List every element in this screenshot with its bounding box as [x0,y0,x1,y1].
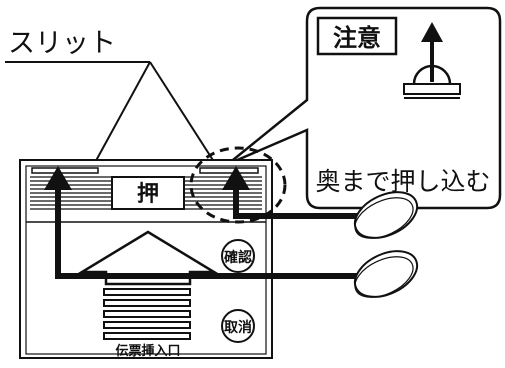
coin-lower [353,250,419,298]
insertion-path-arrows [44,166,363,279]
device-inner-frame [25,165,267,355]
slip-stack-bars [103,288,191,340]
confirm-button[interactable] [221,239,255,273]
slip-slot-label: 伝票挿入口 [115,343,180,359]
cancel-button[interactable] [221,309,255,343]
slit-highlight-ring [189,146,287,224]
left-insertion-path [55,182,363,279]
caution-badge-label: 注意 [333,24,381,52]
confirm-button-label: 確認 [224,249,252,266]
push-label: 押 [137,181,159,207]
push-label-box [111,176,185,210]
slit-left [31,167,99,174]
slit-right [199,167,259,174]
insertion-guide-arrow [77,230,219,286]
right-insertion-path [233,182,363,219]
instruction-text: 奥まで押し込む [315,167,490,196]
cancel-button-label: 取消 [224,319,252,336]
caution-badge [316,16,398,56]
slit-leader-right [149,61,219,169]
left-arrowhead-icon [44,166,72,190]
insert-direction-icon [403,22,461,99]
caution-callout: 注意 奥まで押し込む [227,6,502,210]
slip-printer-body: 押 伝票挿入口 確認 取消 [19,159,273,359]
right-arrowhead-icon [222,166,250,190]
slit-leader-left [91,61,151,169]
slit-label: スリット [8,28,116,59]
coin-upper [353,191,419,239]
